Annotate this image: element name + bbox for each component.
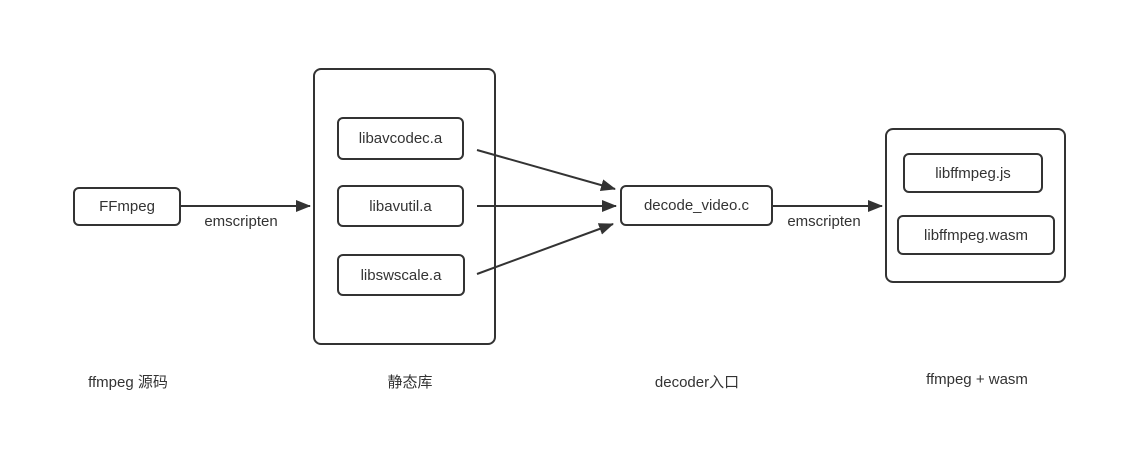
node-libffmpeg-wasm: libffmpeg.wasm — [897, 215, 1055, 255]
caption-static-libs: 静态库 — [387, 374, 433, 391]
arrow-libswscale-to-decode-video — [476, 223, 614, 275]
node-libffmpeg-js: libffmpeg.js — [903, 153, 1043, 193]
node-libffmpeg-wasm-label: libffmpeg.wasm — [924, 226, 1028, 244]
node-libffmpeg-js-label: libffmpeg.js — [935, 164, 1011, 182]
node-libswscale-label: libswscale.a — [360, 266, 442, 284]
arrow-libavcodec-to-decode-video — [476, 149, 616, 191]
caption-ffmpeg-source: ffmpeg 源码 — [88, 374, 168, 391]
node-libavcodec-label: libavcodec.a — [358, 130, 443, 147]
node-decode-video: decode_video.c — [620, 185, 773, 226]
group-output-wasm — [885, 128, 1066, 283]
node-ffmpeg-source: FFmpeg — [73, 187, 181, 226]
node-decode-video-label: decode_video.c — [643, 197, 750, 214]
caption-ffmpeg-wasm: ffmpeg + wasm — [926, 371, 1028, 388]
caption-decoder-entry: decoder入口 — [654, 374, 740, 391]
edge-label-emscripten-left: emscripten — [204, 213, 278, 230]
node-libavutil-label: libavutil.a — [369, 197, 432, 215]
node-libavcodec: libavcodec.a — [337, 117, 464, 160]
edge-label-emscripten-right: emscripten — [787, 213, 861, 230]
node-ffmpeg-source-label: FFmpeg — [99, 198, 155, 215]
node-libswscale: libswscale.a — [337, 254, 465, 296]
node-libavutil: libavutil.a — [337, 185, 464, 227]
